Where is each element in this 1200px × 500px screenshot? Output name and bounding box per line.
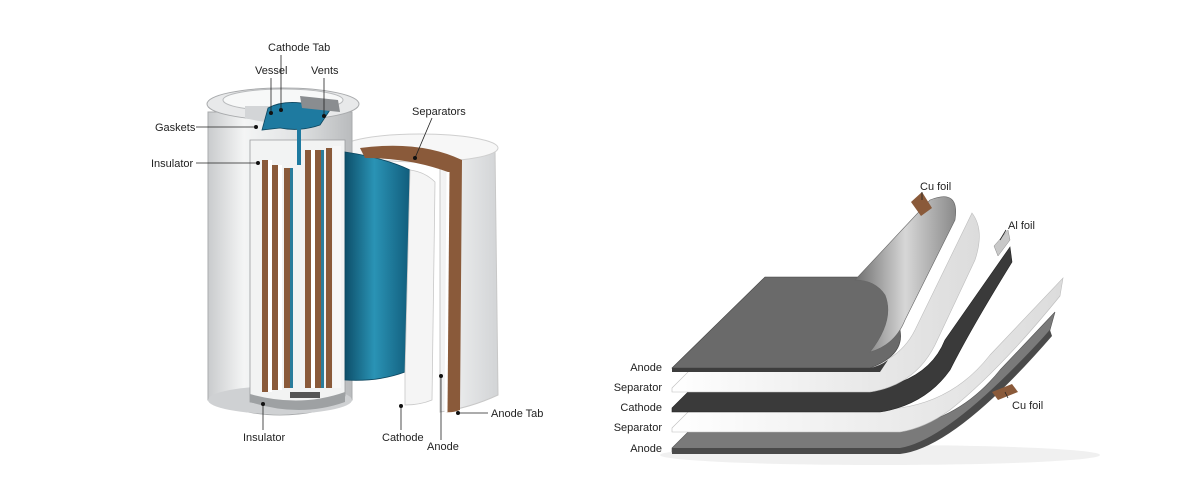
layer-separator-bottom <box>671 277 1064 433</box>
layer-cathode <box>671 246 1013 413</box>
cathode-sheet <box>344 151 411 381</box>
label-cathode: Cathode <box>382 432 424 444</box>
cylindrical-cell: Cathode Tab Vessel Vents Gaskets Insulat… <box>151 42 543 453</box>
stack-leader-lines <box>921 192 1009 399</box>
layer-separator-top <box>671 212 980 393</box>
label-anode-tab: Anode Tab <box>491 408 543 420</box>
label-vessel: Vessel <box>255 65 287 77</box>
label-cu-foil-top: Cu foil <box>920 181 951 193</box>
electrode-winding <box>262 146 341 392</box>
label-insulator-bottom: Insulator <box>243 432 286 444</box>
layer-stack: Cu foil Al foil Cu foil Anode Separator … <box>614 181 1100 465</box>
label-anode-top: Anode <box>630 362 662 374</box>
label-anode: Anode <box>427 441 459 453</box>
cell-leader-lines <box>196 55 488 440</box>
anode-sheet <box>360 145 462 413</box>
label-cathode-tab: Cathode Tab <box>268 42 330 54</box>
cathode-tab-shape <box>261 102 331 131</box>
cu-foil-tab-top <box>911 192 932 216</box>
label-separators: Separators <box>412 106 466 118</box>
layer-anode-top <box>671 276 901 369</box>
label-cathode-layer: Cathode <box>620 402 662 414</box>
al-foil-tab <box>993 229 1011 257</box>
label-vents: Vents <box>311 65 339 77</box>
bottom-insulator <box>250 392 345 410</box>
label-insulator-top: Insulator <box>151 158 194 170</box>
label-separator-1: Separator <box>614 382 663 394</box>
label-separator-2: Separator <box>614 422 663 434</box>
label-cu-foil-bottom: Cu foil <box>1012 400 1043 412</box>
label-al-foil: Al foil <box>1008 220 1035 232</box>
separator-sheet <box>404 169 436 406</box>
label-anode-bottom: Anode <box>630 443 662 455</box>
label-gaskets: Gaskets <box>155 122 196 134</box>
anode-curl <box>854 196 957 353</box>
